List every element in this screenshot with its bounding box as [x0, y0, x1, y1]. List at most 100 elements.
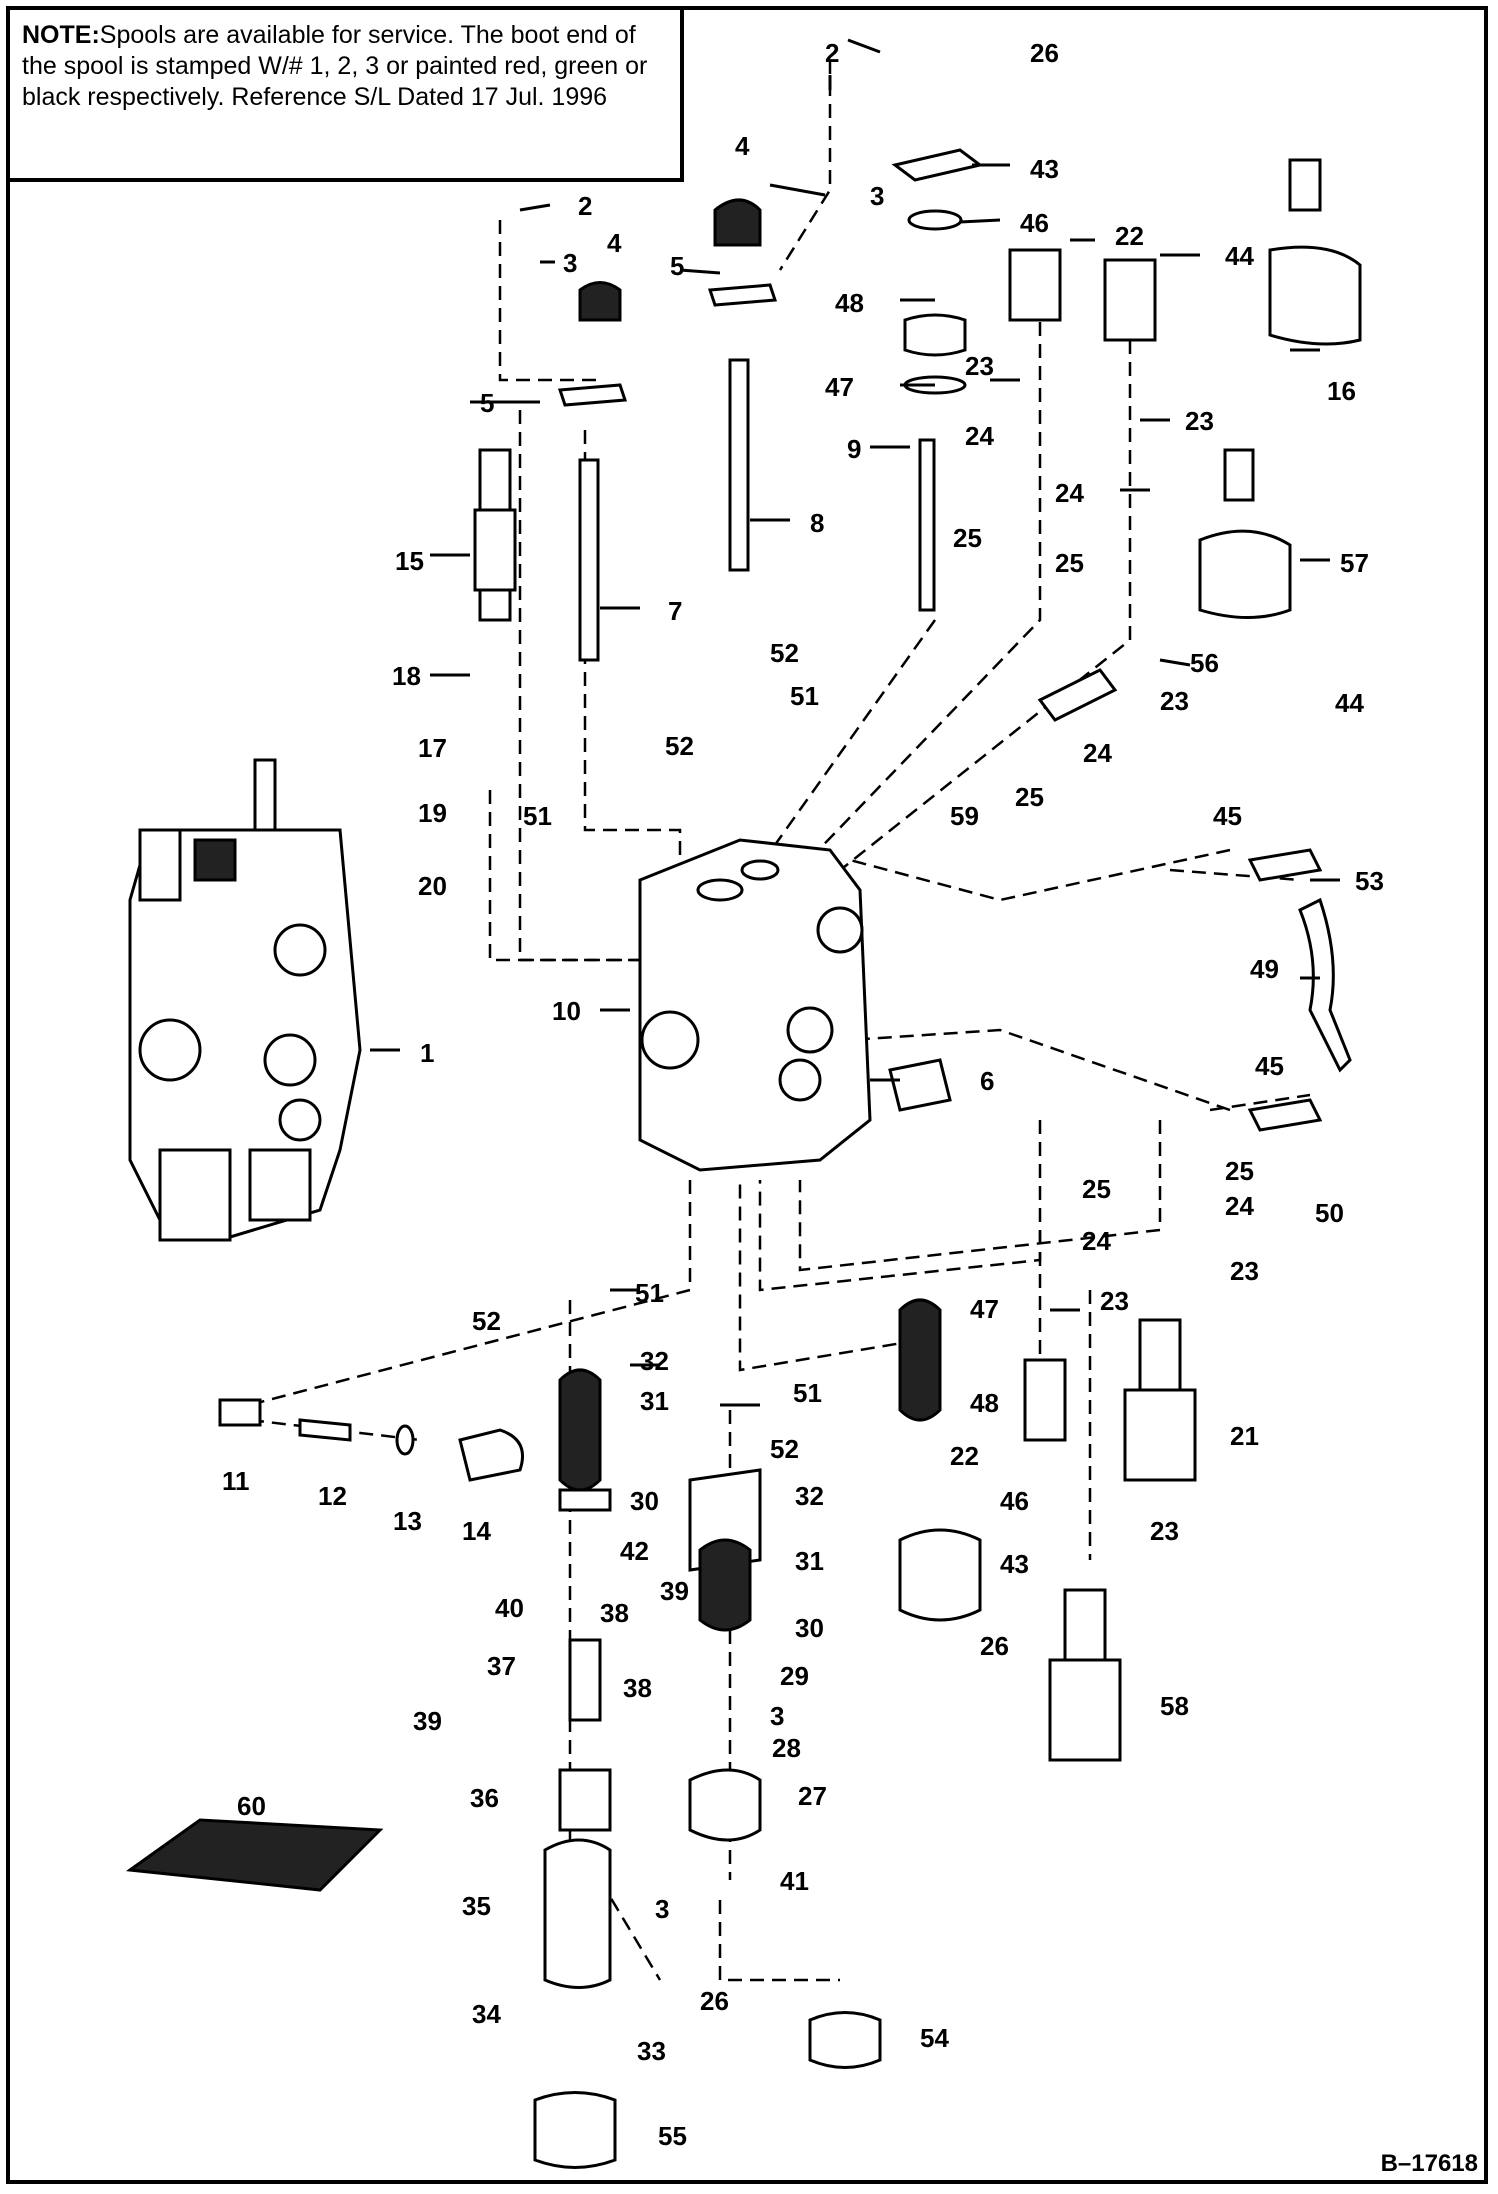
callout-26: 26	[1030, 38, 1059, 68]
cover-43-top-illustration	[891, 148, 984, 231]
fitting-53-illustration	[1247, 848, 1323, 882]
callout-33: 33	[637, 2036, 666, 2066]
callout-18: 18	[392, 661, 421, 691]
fitting-50-illustration	[1247, 1098, 1323, 1132]
callout-48: 48	[835, 288, 864, 318]
callout-24: 24	[1225, 1191, 1254, 1221]
callout-23: 23	[1230, 1256, 1259, 1286]
callout-51: 51	[790, 681, 819, 711]
callout-30: 30	[795, 1613, 824, 1643]
spool-8-illustration	[707, 198, 778, 572]
callout-2: 2	[578, 191, 592, 221]
callout-5: 5	[480, 388, 494, 418]
callout-54: 54	[920, 2023, 949, 2053]
callout-57: 57	[1340, 548, 1369, 578]
callout-36: 36	[470, 1783, 499, 1813]
callout-52: 52	[770, 638, 799, 668]
callout-22: 22	[1115, 221, 1144, 251]
lower-center-stack-illustration	[688, 1468, 882, 2069]
callout-14: 14	[462, 1516, 491, 1546]
callout-32: 32	[795, 1481, 824, 1511]
callout-46: 46	[1000, 1486, 1029, 1516]
leader-lines	[370, 38, 1340, 1407]
callout-25: 25	[1225, 1156, 1254, 1186]
callout-24: 24	[1083, 738, 1112, 768]
callout-23: 23	[965, 351, 994, 381]
valves-22-44-top-illustration	[1008, 248, 1157, 342]
callout-58: 58	[1160, 1691, 1189, 1721]
callout-12: 12	[318, 1481, 347, 1511]
relief-valve-21-illustration	[1123, 1318, 1197, 1482]
callout-25: 25	[953, 523, 982, 553]
callout-42: 42	[620, 1536, 649, 1566]
callout-26: 26	[980, 1631, 1009, 1661]
callout-52: 52	[665, 731, 694, 761]
callout-24: 24	[1055, 478, 1084, 508]
callout-44: 44	[1225, 241, 1254, 271]
callout-1: 1	[420, 1038, 434, 1068]
filter-6-illustration	[888, 1058, 952, 1112]
callout-23: 23	[1100, 1286, 1129, 1316]
callout-37: 37	[487, 1651, 516, 1681]
callout-3: 3	[770, 1701, 784, 1731]
callout-44: 44	[1335, 688, 1364, 718]
callout-22: 22	[950, 1441, 979, 1471]
callout-13: 13	[393, 1506, 422, 1536]
spool-7-illustration	[557, 281, 628, 662]
callout-4: 4	[607, 228, 622, 258]
callout-52: 52	[472, 1306, 501, 1336]
callout-3: 3	[870, 181, 884, 211]
callout-17: 17	[418, 733, 447, 763]
callout-59: 59	[950, 801, 979, 831]
callout-23: 23	[1150, 1516, 1179, 1546]
callout-32: 32	[640, 1346, 669, 1376]
check-valve-11-14-illustration	[218, 1398, 524, 1482]
callout-3: 3	[563, 248, 577, 278]
callout-11: 11	[222, 1466, 250, 1496]
callout-2: 2	[825, 38, 839, 68]
note-text: Spools are available for service. The bo…	[22, 21, 648, 111]
callout-51: 51	[523, 801, 552, 831]
callout-25: 25	[1055, 548, 1084, 578]
callout-31: 31	[640, 1386, 669, 1416]
valve-assembly-illustration	[128, 758, 362, 1242]
callout-47: 47	[970, 1294, 999, 1324]
callout-23: 23	[1160, 686, 1189, 716]
callout-40: 40	[495, 1593, 524, 1623]
callout-39: 39	[660, 1576, 689, 1606]
solenoid-57-illustration	[1198, 448, 1292, 619]
valve-body-illustration	[638, 838, 872, 1172]
callout-45: 45	[1255, 1051, 1284, 1081]
callout-7: 7	[668, 596, 682, 626]
note-prefix: NOTE:	[22, 21, 100, 49]
callout-56: 56	[1190, 648, 1219, 678]
callout-25: 25	[1015, 782, 1044, 812]
seal-kit-60-illustration	[125, 1818, 384, 1892]
solenoid-16-illustration	[1268, 158, 1362, 346]
callout-31: 31	[795, 1546, 824, 1576]
callout-25: 25	[1082, 1174, 1111, 1204]
callout-43: 43	[1000, 1549, 1029, 1579]
callout-3: 3	[655, 1894, 669, 1924]
callout-6: 6	[980, 1066, 994, 1096]
callout-60: 60	[237, 1791, 266, 1821]
callout-43: 43	[1030, 154, 1059, 184]
callout-49: 49	[1250, 954, 1279, 984]
callout-27: 27	[798, 1781, 827, 1811]
callout-16: 16	[1327, 376, 1356, 406]
callout-50: 50	[1315, 1198, 1344, 1228]
callout-52: 52	[770, 1434, 799, 1464]
callout-21: 21	[1230, 1421, 1259, 1451]
callout-10: 10	[552, 996, 581, 1026]
callout-4: 4	[735, 131, 750, 161]
tube-49-illustration	[1298, 897, 1352, 1073]
callout-28: 28	[772, 1733, 801, 1763]
callout-38: 38	[600, 1598, 629, 1628]
callout-45: 45	[1213, 801, 1242, 831]
callout-41: 41	[780, 1866, 809, 1896]
callout-38: 38	[623, 1673, 652, 1703]
callout-55: 55	[658, 2121, 687, 2151]
figure-number: B–17618	[1380, 2150, 1478, 2177]
callout-53: 53	[1355, 866, 1384, 896]
